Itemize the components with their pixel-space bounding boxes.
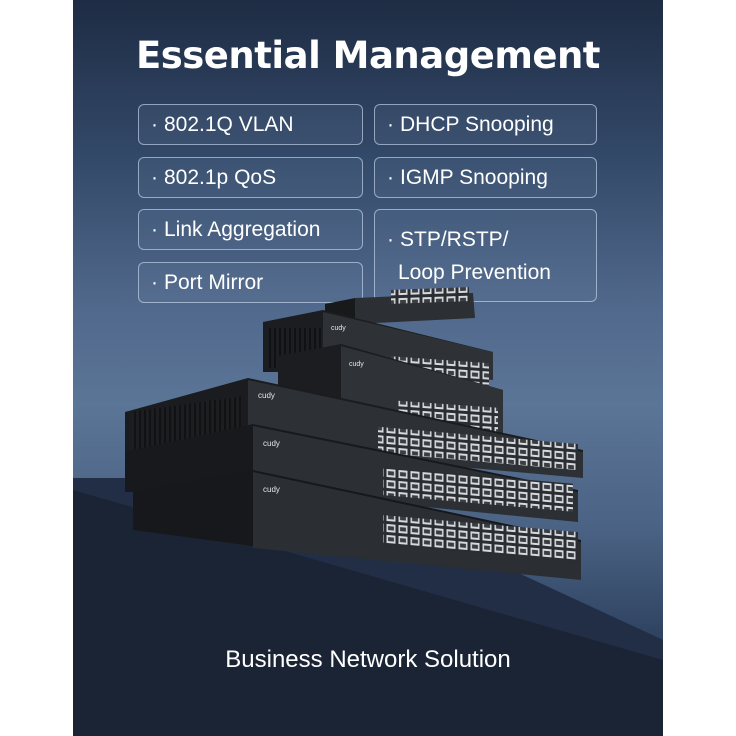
- feature-chip-stp: ·STP/RSTP/ Loop Prevention: [374, 209, 597, 302]
- product-banner: Essential Management · 802.1Q VLAN · 802…: [73, 0, 663, 736]
- switch-unit-large-3: cudy: [133, 470, 581, 580]
- feature-label-line2: Loop Prevention: [398, 260, 551, 284]
- banner-tagline: Business Network Solution: [225, 646, 511, 673]
- switch-unit-small-top: [325, 287, 475, 328]
- feature-label: IGMP Snooping: [400, 165, 548, 189]
- brand-logo: cudy: [258, 391, 275, 400]
- feature-chip-vlan: · 802.1Q VLAN: [138, 104, 363, 145]
- banner-title: Essential Management: [135, 34, 601, 77]
- bullet: ·: [151, 165, 158, 189]
- bullet: ·: [387, 165, 394, 189]
- feature-chip-qos: · 802.1p QoS: [138, 157, 363, 198]
- feature-label: Port Mirror: [164, 270, 264, 294]
- feature-label: Link Aggregation: [164, 217, 321, 241]
- bullet: ·: [151, 270, 158, 294]
- feature-chip-igmp-snooping: · IGMP Snooping: [374, 157, 597, 198]
- feature-label: DHCP Snooping: [400, 112, 554, 136]
- floor-surface: [73, 478, 663, 736]
- feature-chip-dhcp-snooping: · DHCP Snooping: [374, 104, 597, 145]
- brand-logo: cudy: [349, 361, 364, 368]
- bullet: ·: [387, 112, 394, 136]
- bullet: ·: [387, 227, 394, 251]
- switch-stack-illustration: cudy cudy cudy cudy cudy: [73, 287, 663, 736]
- brand-logo: cudy: [263, 439, 280, 448]
- feature-label-line1: STP/RSTP/: [400, 227, 509, 251]
- feature-label: 802.1p QoS: [164, 165, 277, 189]
- feature-chip-port-mirror: · Port Mirror: [138, 262, 363, 303]
- bullet: ·: [151, 217, 158, 241]
- brand-logo: cudy: [331, 325, 346, 332]
- feature-chip-link-aggregation: · Link Aggregation: [138, 209, 363, 250]
- brand-logo: cudy: [263, 485, 280, 494]
- feature-label: 802.1Q VLAN: [164, 112, 294, 136]
- bullet: ·: [151, 112, 158, 136]
